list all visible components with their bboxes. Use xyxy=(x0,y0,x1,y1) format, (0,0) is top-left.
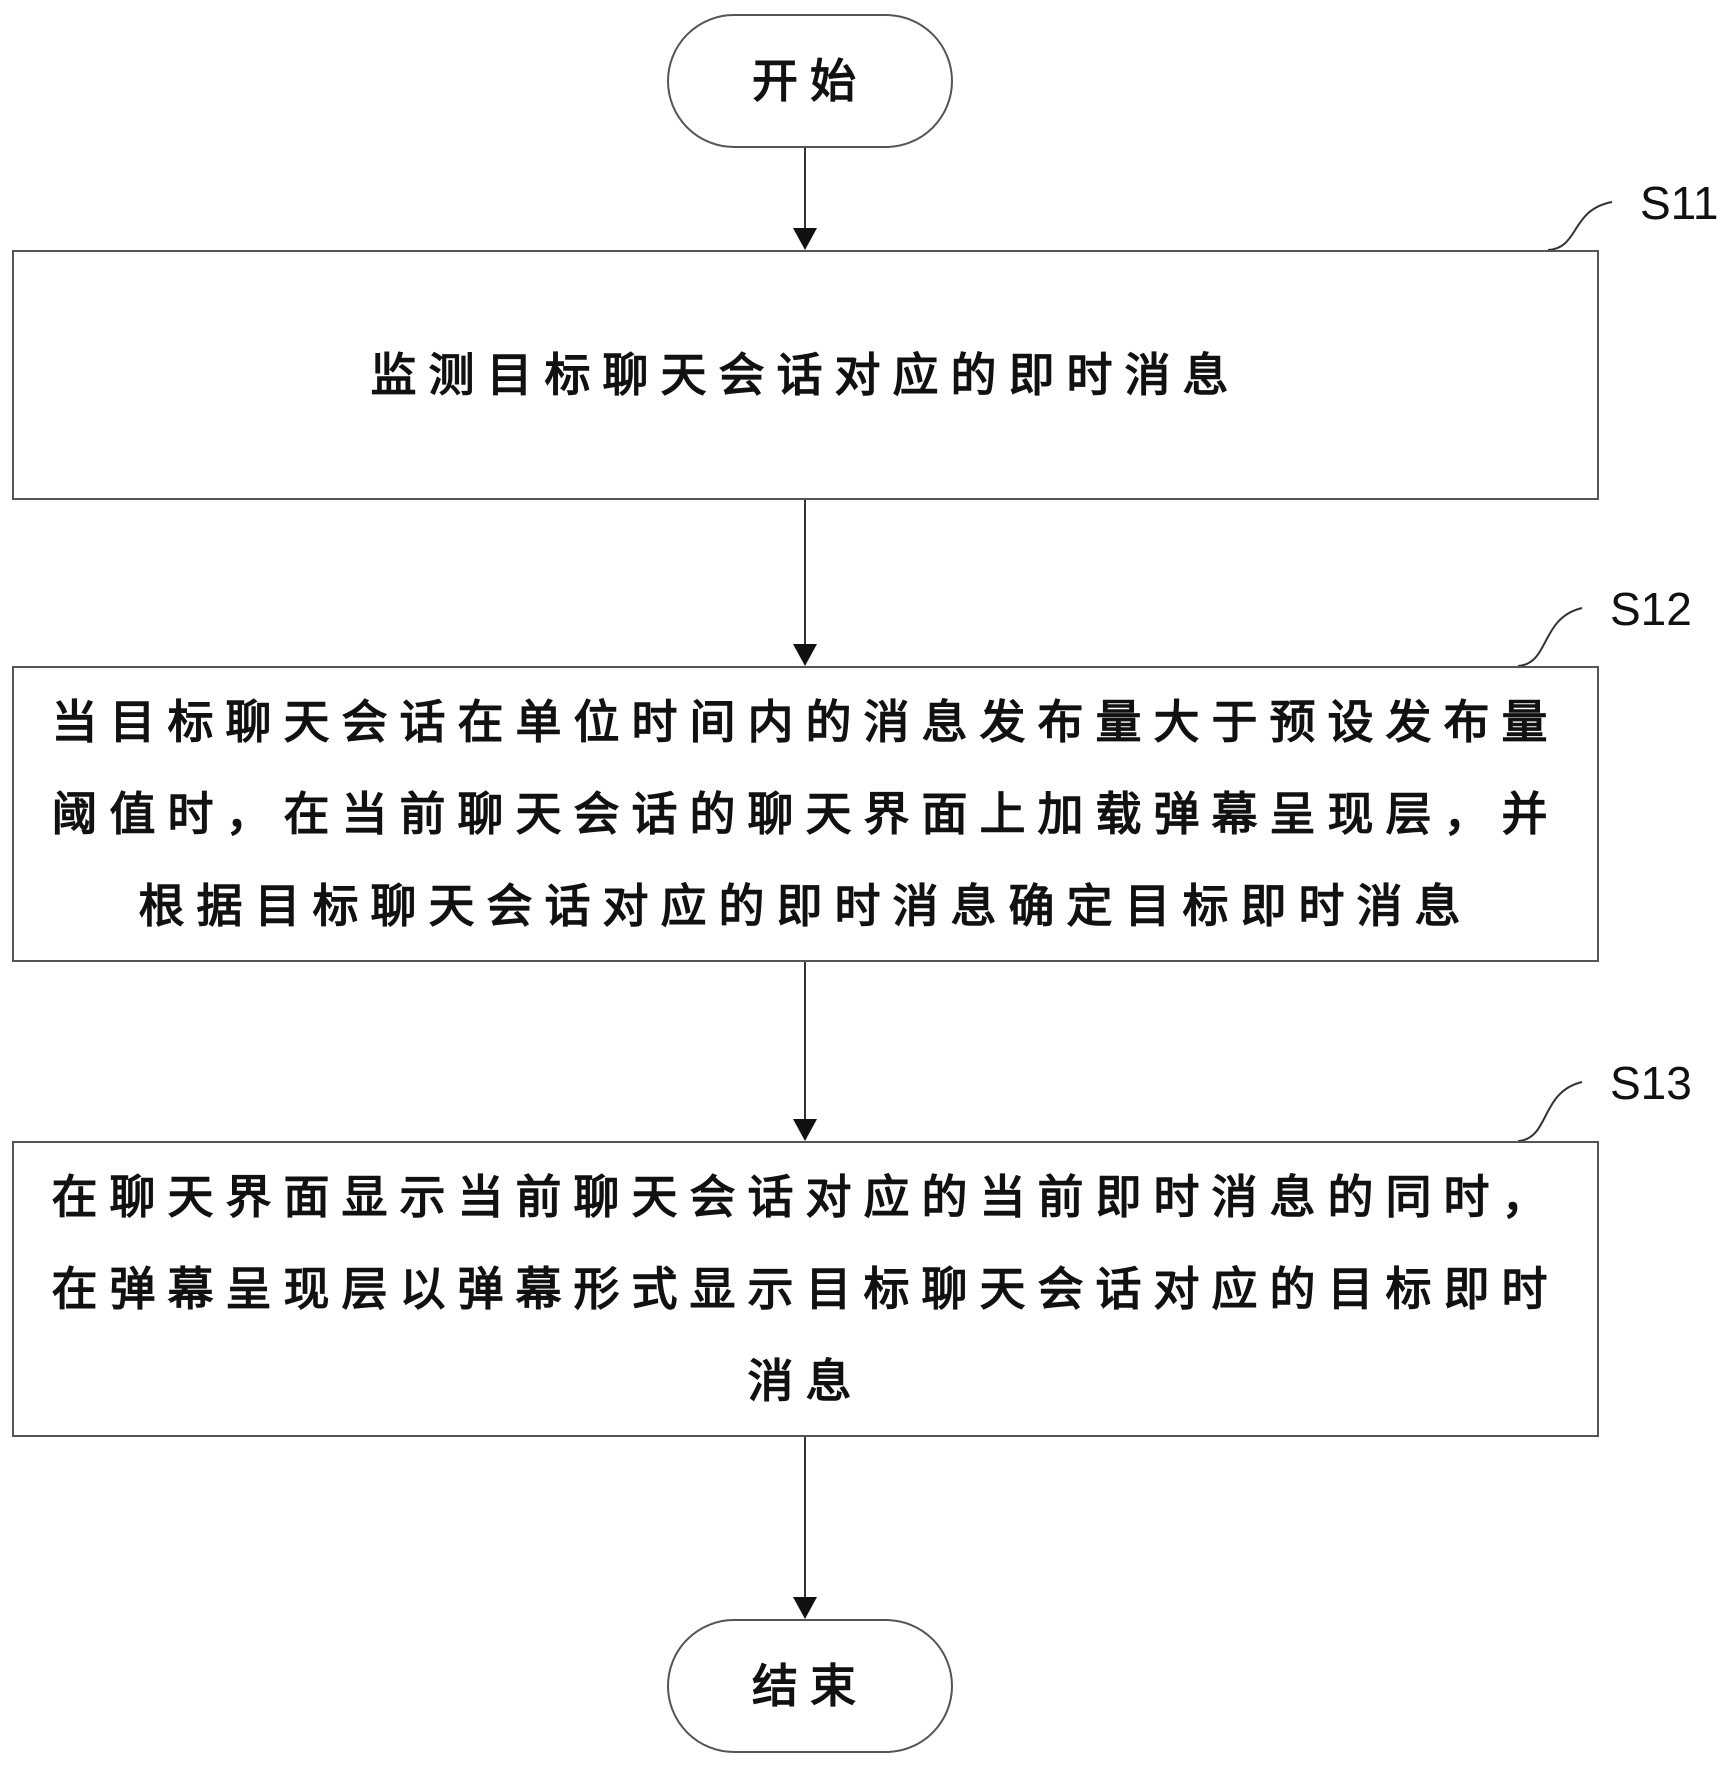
step-s13-line-3: 消息 xyxy=(747,1354,864,1408)
step-s13-line-1: 在聊天界面显示当前聊天会话对应的当前即时消息的同时， xyxy=(51,1170,1560,1224)
label-leader-s12 xyxy=(1517,607,1583,667)
step-s11-text: 监测目标聊天会话对应的即时消息 xyxy=(14,352,1597,398)
step-s13-box: 在聊天界面显示当前聊天会话对应的当前即时消息的同时， 在弹幕呈现层以弹幕形式显示… xyxy=(12,1141,1599,1437)
arrowhead-s11 xyxy=(793,228,817,250)
start-label: 开始 xyxy=(752,54,868,108)
step-s12-box: 当目标聊天会话在单位时间内的消息发布量大于预设发布量 阈值时，在当前聊天会话的聊… xyxy=(12,666,1599,962)
step-s12-line-1: 当目标聊天会话在单位时间内的消息发布量大于预设发布量 xyxy=(51,695,1560,749)
arrowhead-end xyxy=(793,1597,817,1619)
step-s13-label: S13 xyxy=(1610,1057,1692,1109)
step-s13-line-2: 在弹幕呈现层以弹幕形式显示目标聊天会话对应的目标即时 xyxy=(51,1262,1560,1316)
end-label: 结束 xyxy=(752,1659,868,1713)
step-s11-box: 监测目标聊天会话对应的即时消息 xyxy=(12,250,1599,500)
start-terminal: 开始 xyxy=(667,14,953,148)
step-s12-label: S12 xyxy=(1610,583,1692,635)
label-leader-s11 xyxy=(1547,201,1613,251)
step-s12-text: 当目标聊天会话在单位时间内的消息发布量大于预设发布量 阈值时，在当前聊天会话的聊… xyxy=(14,676,1597,952)
step-s11-line-1: 监测目标聊天会话对应的即时消息 xyxy=(370,348,1241,402)
label-leader-s13 xyxy=(1517,1081,1583,1142)
arrowhead-s12 xyxy=(793,644,817,666)
step-s12-line-2: 阈值时，在当前聊天会话的聊天界面上加载弹幕呈现层，并 xyxy=(51,787,1560,841)
step-s12-line-3: 根据目标聊天会话对应的即时消息确定目标即时消息 xyxy=(138,879,1473,933)
step-s11-label: S11 xyxy=(1640,177,1719,229)
end-terminal: 结束 xyxy=(667,1619,953,1753)
step-s13-text: 在聊天界面显示当前聊天会话对应的当前即时消息的同时， 在弹幕呈现层以弹幕形式显示… xyxy=(14,1151,1597,1427)
arrowhead-s13 xyxy=(793,1119,817,1141)
